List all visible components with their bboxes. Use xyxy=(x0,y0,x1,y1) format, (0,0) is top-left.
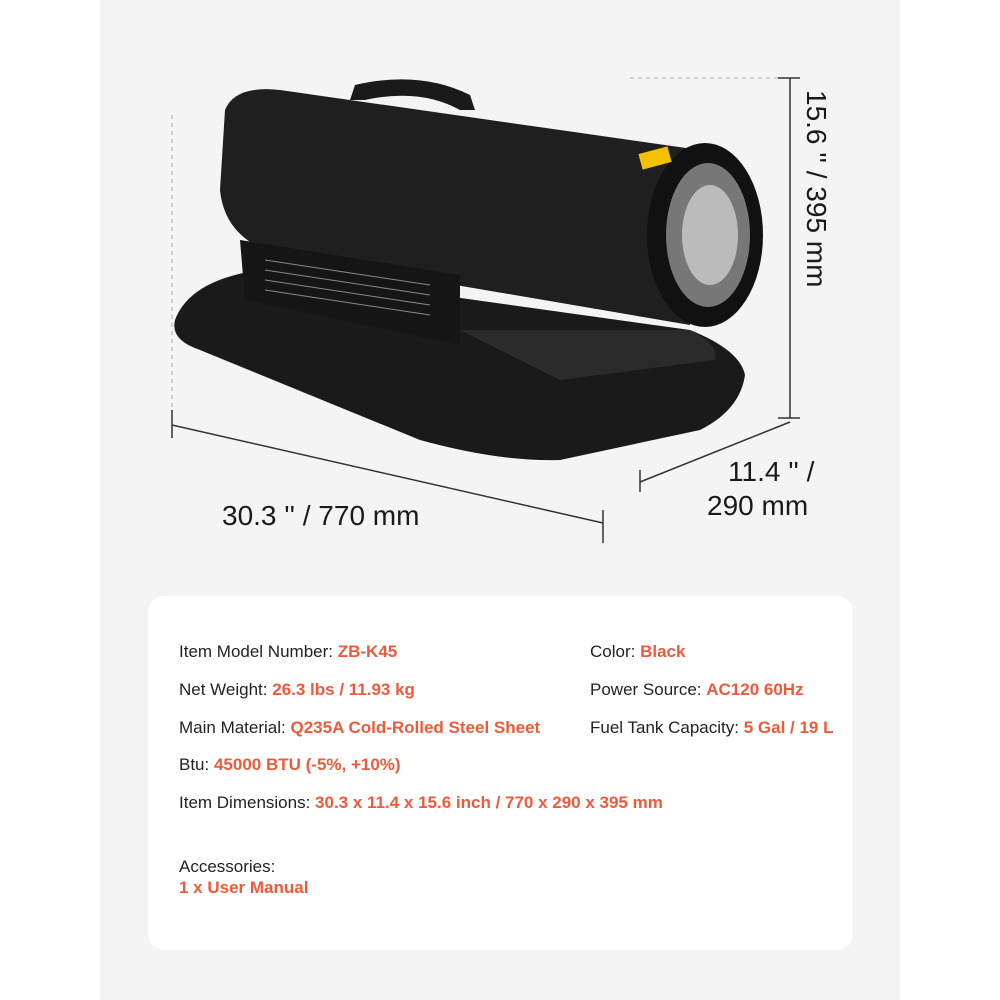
spec-value: AC120 60Hz xyxy=(706,680,804,699)
spec-label: Net Weight: xyxy=(179,680,273,699)
spec-btu: Btu: 45000 BTU (-5%, +10%) xyxy=(179,755,401,775)
height-dimension-label: 15.6 '' / 395 mm xyxy=(801,90,832,288)
spec-value: 45000 BTU (-5%, +10%) xyxy=(213,755,401,774)
spec-model: Item Model Number: ZB-K45 xyxy=(179,642,397,662)
spec-label: Main Material: xyxy=(179,718,291,737)
spec-value: 30.3 x 11.4 x 15.6 inch / 770 x 290 x 39… xyxy=(315,793,663,812)
spec-accessories-value: 1 x User Manual xyxy=(179,878,309,897)
spec-value: 5 Gal / 19 L xyxy=(743,718,834,737)
width-dimension-label-1: 11.4 '' / xyxy=(728,456,815,487)
width-dimension-label-2: 290 mm xyxy=(707,490,809,521)
spec-dimensions: Item Dimensions: 30.3 x 11.4 x 15.6 inch… xyxy=(179,793,663,813)
spec-label: Item Model Number: xyxy=(179,642,338,661)
spec-accessories-label: Accessories: xyxy=(179,857,276,876)
specs-card: Item Model Number: ZB-K45 Color: Black N… xyxy=(148,596,853,950)
spec-label: Item Dimensions: xyxy=(179,793,316,812)
spec-label: Color: xyxy=(590,642,641,661)
spec-label: Btu: xyxy=(179,755,214,774)
spec-power: Power Source: AC120 60Hz xyxy=(590,680,804,700)
kerosene-heater-image xyxy=(171,77,800,543)
spec-value: ZB-K45 xyxy=(337,642,398,661)
length-dimension-label: 30.3 '' / 770 mm xyxy=(222,500,420,531)
spec-value: 26.3 lbs / 11.93 kg xyxy=(272,680,415,699)
spec-weight: Net Weight: 26.3 lbs / 11.93 kg xyxy=(179,680,415,700)
spec-value: Black xyxy=(640,642,686,661)
spec-label: Fuel Tank Capacity: xyxy=(590,718,744,737)
spec-material: Main Material: Q235A Cold-Rolled Steel S… xyxy=(179,718,540,738)
spec-value: Q235A Cold-Rolled Steel Sheet xyxy=(290,718,541,737)
spec-label: Power Source: xyxy=(590,680,707,699)
spec-color: Color: Black xyxy=(590,642,685,662)
spec-fuel: Fuel Tank Capacity: 5 Gal / 19 L xyxy=(590,718,833,738)
